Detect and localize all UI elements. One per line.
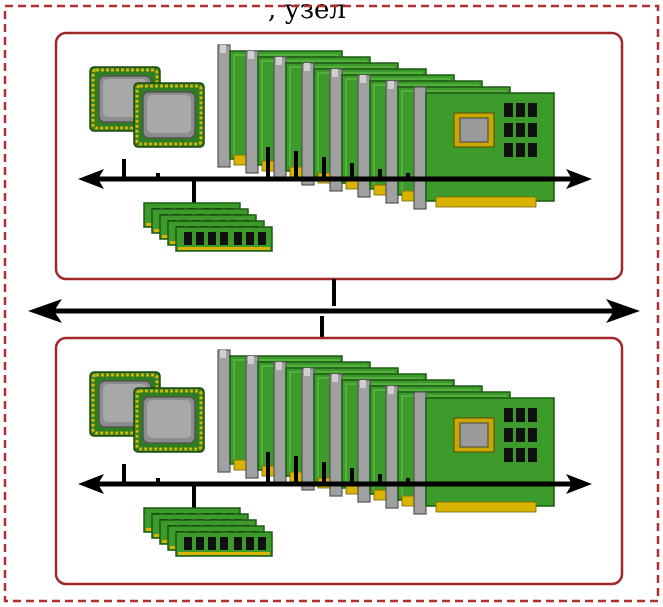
node-1 — [54, 31, 624, 281]
outer-system-border — [3, 4, 660, 603]
node-2 — [54, 336, 624, 586]
bus-arrow-right — [606, 299, 640, 323]
interconnect-bus — [28, 279, 640, 338]
figure-title-fragment: , узел — [268, 0, 346, 25]
bus-arrow-left — [28, 299, 62, 323]
